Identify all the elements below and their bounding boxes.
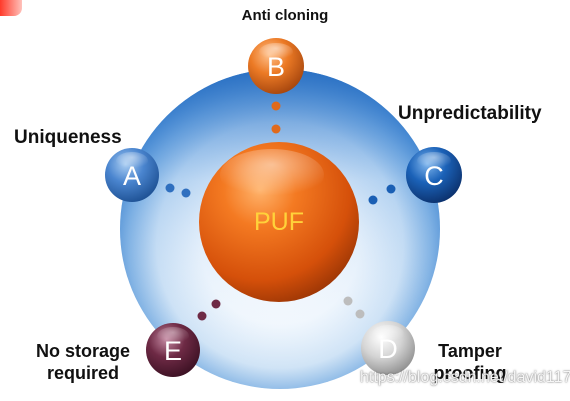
label-tamper-line2: proofing	[433, 363, 507, 383]
label-no-storage-required: No storage required	[18, 340, 148, 384]
node-c-letter: C	[424, 161, 444, 191]
red-corner-mark	[0, 0, 22, 16]
puf-sphere-gloss	[220, 149, 324, 201]
label-no-storage-line1: No storage	[35, 341, 131, 361]
connector-dots-c	[368, 184, 396, 205]
node-c: C	[406, 147, 462, 203]
node-d-letter: D	[378, 334, 398, 364]
connector-dots-b	[271, 101, 281, 134]
label-no-storage-line2: required	[46, 363, 120, 383]
label-anti-cloning: Anti cloning	[241, 7, 329, 24]
watermark-url: https://blog.csdn.net/david117	[360, 369, 570, 386]
node-a: A	[105, 148, 159, 202]
node-e: E	[146, 323, 200, 377]
node-a-letter: A	[123, 161, 141, 191]
node-e-letter: E	[164, 336, 182, 366]
label-tamper-proofing: Tamper proofing	[415, 340, 525, 384]
node-d: D	[361, 321, 415, 375]
node-b: B	[248, 38, 304, 94]
connector-dots-a	[165, 183, 191, 198]
label-tamper-line1: Tamper	[438, 341, 502, 361]
connector-dots-d	[343, 296, 365, 319]
label-unpredictability: Unpredictability	[398, 103, 542, 124]
connector-dots-e	[197, 299, 221, 321]
label-uniqueness: Uniqueness	[14, 127, 122, 148]
node-b-letter: B	[267, 52, 285, 82]
puf-label: PUF	[254, 208, 304, 236]
